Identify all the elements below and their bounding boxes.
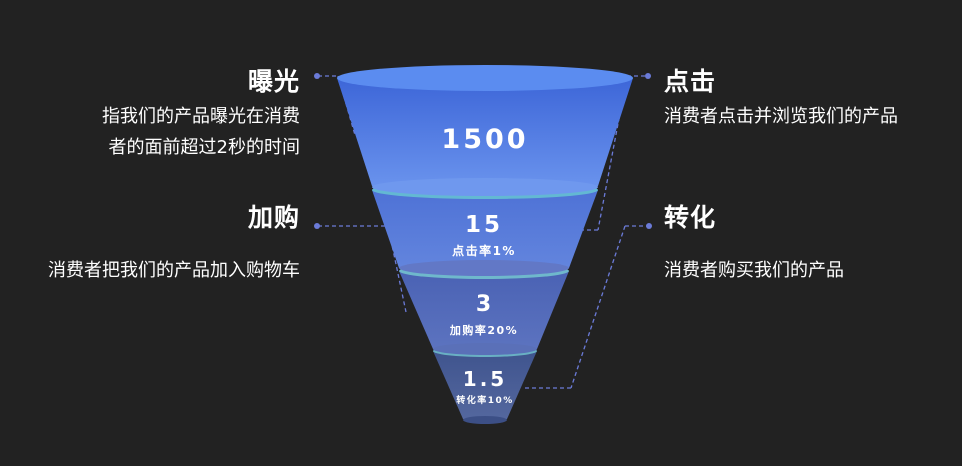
click-desc: 消费者点击并浏览我们的产品 <box>664 106 898 127</box>
connector-conversion <box>522 223 652 389</box>
exposure-desc-line2: 者的面前超过2秒的时间 <box>108 137 300 158</box>
exposure-value: 1500 <box>441 124 529 155</box>
add-to-cart-rate: 加购率20% <box>449 324 519 337</box>
click-value: 15 <box>464 212 503 238</box>
click-title: 点击 <box>664 67 717 96</box>
conversion-desc: 消费者购买我们的产品 <box>664 260 844 281</box>
exposure-title: 曝光 <box>247 67 300 96</box>
conversion-value: 1.5 <box>462 367 508 391</box>
click-rate: 点击率1% <box>452 244 516 258</box>
conversion-rate: 转化率10% <box>456 396 514 406</box>
exposure-desc-line1: 指我们的产品曝光在消费 <box>102 106 300 127</box>
funnel-stage-exposure <box>337 65 633 196</box>
conversion-title: 转化 <box>664 203 717 232</box>
add-to-cart-value: 3 <box>475 292 495 317</box>
add-to-cart-desc: 消费者把我们的产品加入购物车 <box>48 260 300 281</box>
add-to-cart-title: 加购 <box>247 203 300 232</box>
